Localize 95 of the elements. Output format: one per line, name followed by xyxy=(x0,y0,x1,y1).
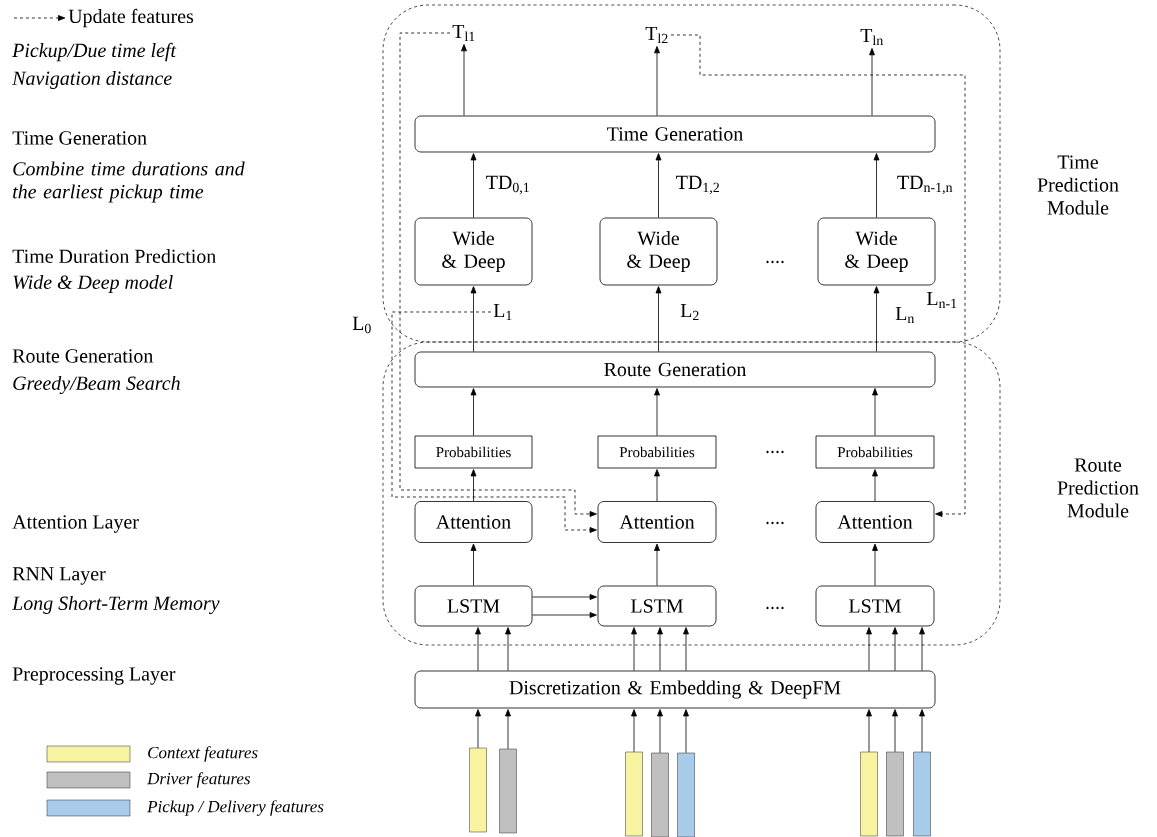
layer-label: RNN Layer xyxy=(12,567,106,585)
edge-label: L$_{n-1}$ xyxy=(925,290,959,310)
arrow xyxy=(475,709,481,749)
arrow xyxy=(470,286,477,352)
arrow xyxy=(654,46,660,116)
node-label: Route Prediction Module xyxy=(1057,458,1139,518)
legend-text: Context features xyxy=(148,746,258,762)
layer-box: Route Generation xyxy=(414,351,936,388)
arrow xyxy=(872,388,878,436)
node-label: Time Prediction Module xyxy=(1037,155,1119,215)
layer-label: Navigation distance xyxy=(12,70,172,90)
feature-bar xyxy=(625,751,643,837)
arrow xyxy=(655,153,662,218)
legend-text: Update features xyxy=(68,8,194,28)
legend-text: Pickup / Delivery features xyxy=(147,800,324,816)
layer-label: Long Short-Term Memory xyxy=(11,595,220,615)
layer-box: Attention xyxy=(815,501,935,543)
arrow xyxy=(505,627,511,671)
arrow xyxy=(470,543,477,586)
model-box: Wide & Deep xyxy=(817,217,936,286)
layer-box: LSTM xyxy=(815,585,935,627)
arrow xyxy=(475,627,481,671)
arrow xyxy=(654,388,660,436)
ellipsis: .... xyxy=(766,260,784,264)
probability-box: Probabilities xyxy=(597,435,717,469)
ellipsis: .... xyxy=(766,450,784,454)
output-text: T$_{ln}$ xyxy=(860,28,884,46)
arrow xyxy=(470,153,477,218)
feature-bar xyxy=(469,747,487,833)
layer-label: Combine time durations and the earliest pickup time xyxy=(13,161,245,203)
edge-label: TD$_{n-1,n}$ xyxy=(895,174,955,196)
ellipsis: .... xyxy=(766,606,784,610)
layer-label: Route Generation xyxy=(12,349,153,363)
feature-bar xyxy=(913,751,931,837)
layer-label: Preprocessing Layer xyxy=(12,667,176,685)
output-text: T$_{l2}$ xyxy=(645,26,668,44)
layer-label: Time Generation xyxy=(12,131,147,145)
feature-bar xyxy=(886,751,904,837)
arrow xyxy=(872,543,878,586)
arrow xyxy=(631,627,637,671)
arrow xyxy=(657,709,663,754)
arrow xyxy=(654,543,660,586)
arrow xyxy=(505,709,511,750)
layer-box: Attention xyxy=(597,501,717,543)
arrow xyxy=(391,311,597,533)
arrow xyxy=(873,153,880,218)
arrow xyxy=(532,612,597,618)
layer-box: Time Generation xyxy=(414,115,936,153)
feature-bar xyxy=(651,752,669,837)
arrow xyxy=(919,627,925,671)
probability-box: Probabilities xyxy=(414,435,533,469)
layer-label: Wide & Deep model xyxy=(13,274,173,293)
edge-label: TD$_{0,1}$ xyxy=(484,174,532,196)
layer-label: L$_{0}$ xyxy=(352,316,371,334)
arrow xyxy=(873,286,880,352)
arrow xyxy=(683,709,689,754)
model-box: Wide & Deep xyxy=(414,217,533,286)
ellipsis: .... xyxy=(766,521,784,525)
layer-label: Attention Layer xyxy=(12,515,139,533)
feature-bar xyxy=(677,752,695,837)
arrow xyxy=(654,469,660,502)
edge-label: L$_{2}$ xyxy=(679,302,701,322)
arrow xyxy=(892,709,898,753)
arrow xyxy=(872,469,878,502)
layer-label: Greedy/Beam Search xyxy=(13,375,180,395)
layer-box: Discretization & Embedding & DeepFM xyxy=(414,670,936,709)
layer-box: LSTM xyxy=(597,585,717,627)
arrow xyxy=(670,34,966,517)
edge-label: TD$_{1,2}$ xyxy=(674,174,722,196)
arrow xyxy=(683,627,689,671)
output-text: L$_{1}$ xyxy=(493,303,512,321)
arrow xyxy=(470,469,477,502)
arrow xyxy=(631,709,637,753)
arrow xyxy=(919,709,925,753)
legend-text: Driver features xyxy=(147,772,251,788)
arrow xyxy=(532,594,597,600)
layer-label: Time Duration Prediction xyxy=(12,249,216,263)
layer-box: Attention xyxy=(414,501,533,543)
arrow xyxy=(657,627,663,671)
arrow xyxy=(399,32,597,517)
arrow xyxy=(470,388,477,436)
arrow xyxy=(892,627,898,671)
arrow xyxy=(461,44,467,116)
arrow xyxy=(655,286,662,352)
arrow xyxy=(866,709,872,753)
output-text: T$_{l1}$ xyxy=(452,24,475,42)
probability-box: Probabilities xyxy=(815,435,935,469)
model-box: Wide & Deep xyxy=(599,217,718,286)
arrow xyxy=(866,627,872,671)
layer-label: Pickup/Due time left xyxy=(12,42,177,62)
feature-bar xyxy=(860,751,878,837)
edge-label: L$_{n}$ xyxy=(894,305,916,325)
layer-box: LSTM xyxy=(414,585,533,627)
arrow xyxy=(869,48,875,116)
feature-bar xyxy=(499,748,517,834)
